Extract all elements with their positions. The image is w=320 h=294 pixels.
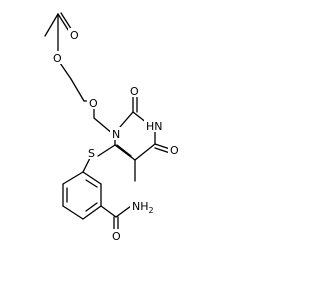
bond-c5-c6-b <box>116 144 132 157</box>
atom-amide-n-subscript: 2 <box>149 206 154 215</box>
bond-c4-o-b <box>154 147 171 154</box>
atom-o-c4: O <box>170 144 179 157</box>
atom-nh: HN <box>146 120 163 133</box>
bond-ar-inner-2 <box>85 202 98 212</box>
atom-o-c2: O <box>130 85 139 98</box>
bond-amide-c-n <box>115 205 132 218</box>
atom-o-ester: O <box>53 52 62 65</box>
bond-ar6-ar1 <box>62 171 84 185</box>
bond-c5-c6-a <box>114 144 136 161</box>
bond-ar3-ar4 <box>82 205 102 220</box>
bond-ch2-ch2 <box>70 78 85 102</box>
atom-o-ether: O <box>89 97 98 110</box>
bond-c6-s <box>97 144 116 157</box>
atom-n1: N <box>112 128 120 141</box>
atom-amide-nh2: NH2 <box>132 200 154 215</box>
bond-methyl-carbonyl <box>44 13 59 37</box>
chemical-structure: O O O N O HN O S NH2 O <box>44 12 180 243</box>
bond-s-aryl <box>82 157 91 173</box>
bond-c4-c5 <box>134 143 156 161</box>
bond-n1-c2 <box>119 111 134 128</box>
bond-c4-o-a <box>154 143 171 150</box>
atom-labels: O O O N O HN O S NH2 O <box>51 28 180 243</box>
bond-ar4-ar5 <box>62 205 84 220</box>
atom-s: S <box>88 147 95 160</box>
bond-ar-amide-c <box>100 205 117 218</box>
bond-ch2-n1 <box>93 117 114 135</box>
structure-diagram: O O O N O HN O S NH2 O <box>44 12 180 243</box>
bond-ar-inner-1 <box>85 179 98 188</box>
atom-o-acetyl-carbonyl: O <box>70 29 79 42</box>
bonds <box>44 12 171 231</box>
atom-o-amide: O <box>112 230 121 243</box>
bond-ar1-ar2 <box>82 171 102 185</box>
atom-amide-n: NH <box>132 200 149 213</box>
